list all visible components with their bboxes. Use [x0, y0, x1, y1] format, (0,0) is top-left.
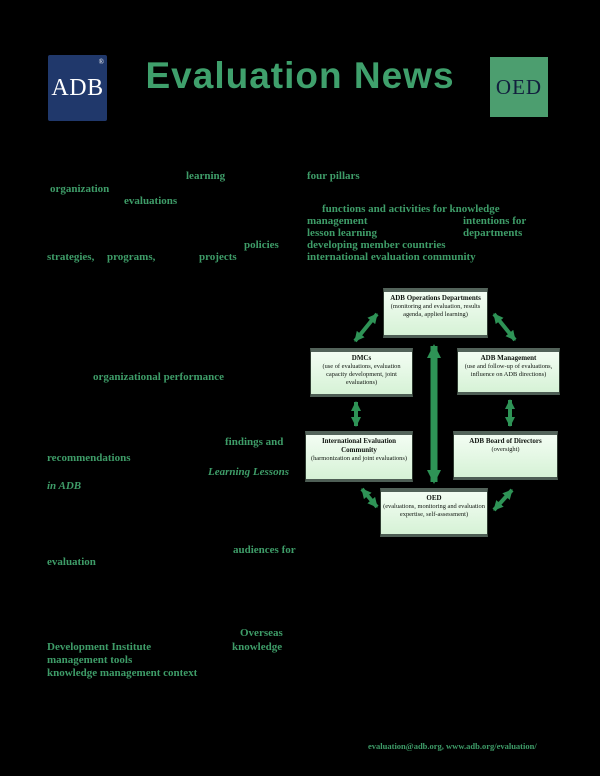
- body-text-fragment: programs,: [107, 251, 156, 263]
- body-text-fragment: evaluation: [47, 556, 96, 568]
- diagram-arrow: [492, 488, 514, 512]
- body-text-fragment: lesson learning: [307, 227, 377, 239]
- diagram-box-oed: OED(evaluations, monitoring and evaluati…: [380, 488, 488, 537]
- body-text-fragment: intentions for: [463, 215, 527, 227]
- body-text-fragment: organizational performance: [93, 371, 225, 383]
- body-text-fragment: policies: [244, 239, 279, 251]
- diagram-box-title: International Evaluation Community: [321, 437, 397, 454]
- body-text-fragment: learning: [186, 170, 226, 182]
- body-text-fragment: projects: [199, 251, 237, 263]
- adb-logo: ADB ®: [48, 55, 107, 121]
- body-text-fragment: management tools: [47, 654, 133, 666]
- body-text-fragment: audiences for: [233, 544, 296, 556]
- body-text-fragment: developing member countries: [307, 239, 446, 251]
- body-text-fragment: management: [307, 215, 368, 227]
- diagram-box-international-evaluation-community: International Evaluation Community(harmo…: [305, 431, 413, 482]
- body-text-fragment: departments: [463, 227, 523, 239]
- diagram-box-adb-management: ADB Management(use and follow-up of eval…: [457, 348, 560, 395]
- diagram-box-subtitle: (harmonization and joint evaluations): [310, 454, 407, 462]
- diagram-box-adb-operations-departments: ADB Operations Departments(monitoring an…: [383, 288, 488, 338]
- diagram-box-title: DMCs: [351, 354, 372, 362]
- diagram-arrow: [492, 312, 517, 342]
- diagram-box-title: ADB Management: [480, 354, 537, 362]
- diagram-box-subtitle: (evaluations, monitoring and evaluation …: [383, 502, 485, 518]
- oed-logo: OED: [490, 57, 548, 117]
- body-text-fragment: knowledge management context: [47, 667, 198, 679]
- body-text-fragment: findings and: [225, 436, 284, 448]
- body-text-fragment: in ADB: [47, 480, 82, 492]
- body-text-fragment: strategies,: [47, 251, 95, 263]
- diagram-box-subtitle: (monitoring and evaluation, results agen…: [390, 302, 481, 318]
- diagram-box-subtitle: (use and follow-up of evaluations, influ…: [464, 362, 553, 378]
- diagram-box-adb-board-of-directors: ADB Board of Directors(oversight): [453, 431, 558, 480]
- diagram-box-subtitle: (oversight): [491, 445, 520, 453]
- diagram-box-dmcs: DMCs(use of evaluations, evaluation capa…: [310, 348, 413, 397]
- newsletter-title: Evaluation News: [145, 55, 455, 96]
- diagram-box-title: ADB Board of Directors: [469, 437, 542, 445]
- body-text-fragment: evaluations: [124, 195, 178, 207]
- contact-footer: evaluation@adb.org, www.adb.org/evaluati…: [368, 741, 537, 751]
- diagram-box-subtitle: (use of evaluations, evaluation capacity…: [322, 362, 401, 386]
- diagram-box-title: ADB Operations Departments: [390, 294, 481, 302]
- registered-trademark-symbol: ®: [98, 58, 104, 66]
- body-text-fragment: functions and activities for knowledge: [322, 203, 500, 215]
- diagram-box-title: OED: [426, 494, 442, 502]
- body-text-fragment: Overseas: [240, 627, 283, 639]
- body-text-fragment: knowledge: [232, 641, 283, 653]
- body-text-fragment: international evaluation community: [307, 251, 476, 263]
- body-text-fragment: recommendations: [47, 452, 131, 464]
- oed-logo-text: OED: [495, 74, 543, 99]
- body-text-fragment: four pillars: [307, 170, 360, 182]
- diagram-arrow: [360, 487, 379, 509]
- body-text-fragment: organization: [50, 183, 110, 195]
- body-text-fragment: Learning Lessons: [208, 466, 289, 478]
- diagram-arrow: [353, 312, 379, 343]
- body-text-fragment: Development Institute: [47, 641, 152, 653]
- adb-logo-text: ADB: [51, 74, 104, 101]
